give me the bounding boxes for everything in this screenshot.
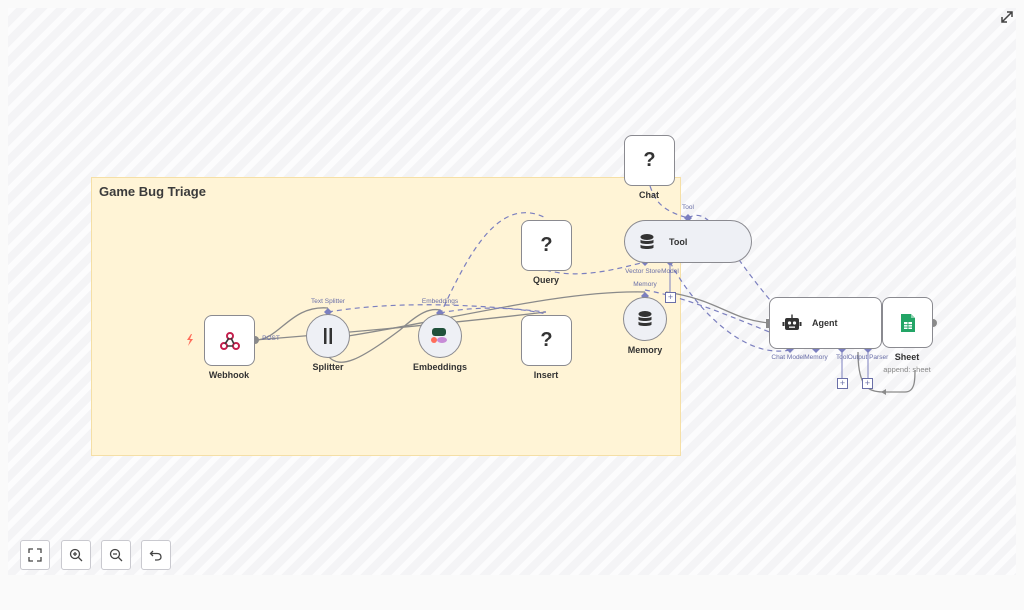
port-label-agent-tool: Tool — [836, 354, 848, 361]
memory-node[interactable] — [623, 297, 667, 341]
port-label-vector-store: Vector Store — [625, 268, 661, 275]
database-icon — [638, 311, 652, 326]
agent-node[interactable]: Agent — [769, 297, 882, 349]
port-label-text-splitter: Text Splitter — [311, 298, 345, 305]
undo-icon — [149, 550, 162, 561]
sheet-sublabel: append: sheet — [883, 365, 931, 374]
embeddings-node[interactable] — [418, 314, 462, 358]
zoom-out-icon — [109, 548, 123, 562]
port-label-model: Model — [661, 268, 679, 275]
embeddings-icon — [431, 328, 447, 343]
port-label-post: POST — [262, 335, 280, 342]
fit-view-icon — [28, 548, 42, 562]
undo-button[interactable] — [141, 540, 171, 570]
sticky-note[interactable]: Game Bug Triage — [91, 177, 681, 456]
google-sheets-icon — [900, 313, 915, 332]
zoom-in-icon — [69, 548, 83, 562]
add-tool-plus-icon[interactable]: + — [837, 378, 848, 389]
port-label-memory: Memory — [633, 281, 657, 288]
port-agent-in — [766, 319, 771, 328]
query-node[interactable]: ? — [521, 220, 572, 271]
fit-view-button[interactable] — [20, 540, 50, 570]
unknown-node-icon: ? — [643, 149, 656, 171]
unknown-node-icon: ? — [540, 234, 553, 256]
trigger-bolt-icon — [187, 334, 193, 346]
query-label: Query — [532, 275, 560, 285]
connection-splitter-memory — [347, 291, 646, 337]
port-label-chat-model: Chat Model — [771, 354, 805, 361]
dashed-embeddings-query — [439, 212, 547, 316]
dashed-model-agent — [669, 261, 791, 352]
port-label-agent-memory: Memory — [804, 354, 828, 361]
zoom-in-button[interactable] — [61, 540, 91, 570]
fullscreen-icon[interactable] — [1000, 10, 1014, 24]
embeddings-label: Embeddings — [412, 362, 468, 372]
database-icon — [640, 233, 654, 249]
sheet-node[interactable] — [882, 297, 933, 348]
agent-label: Agent — [812, 318, 838, 328]
dashed-chat-tool — [649, 185, 689, 219]
chat-node[interactable]: ? — [624, 135, 675, 186]
tool-node[interactable]: Tool — [624, 220, 752, 263]
connection-webhook-query — [254, 311, 547, 341]
dashed-embeddings-insert — [439, 307, 547, 315]
port-label-output-parser: Output Parser — [847, 354, 889, 361]
tool-label: Tool — [669, 236, 688, 247]
memory-label: Memory — [627, 345, 663, 355]
splitter-node[interactable] — [306, 314, 350, 358]
webhook-node[interactable] — [204, 315, 255, 366]
port-label-tool: Tool — [682, 204, 694, 211]
sheet-label: Sheet — [894, 352, 920, 362]
zoom-out-button[interactable] — [101, 540, 131, 570]
unknown-node-icon: ? — [540, 329, 553, 351]
add-node-plus-icon[interactable]: + — [665, 292, 676, 303]
splitter-icon — [324, 328, 332, 344]
insert-node[interactable]: ? — [521, 315, 572, 366]
port-label-embeddings: Embeddings — [421, 298, 459, 305]
dashed-memory-agent — [644, 289, 817, 351]
connection-memory-agent — [665, 291, 771, 324]
robot-icon — [782, 314, 802, 330]
insert-label: Insert — [533, 370, 559, 380]
webhook-icon — [219, 331, 240, 350]
add-output-parser-plus-icon[interactable]: + — [862, 378, 873, 389]
splitter-label: Splitter — [312, 362, 344, 372]
webhook-label: Webhook — [208, 370, 250, 380]
connection-splitter-embeddings — [327, 308, 441, 363]
sticky-title: Game Bug Triage — [99, 184, 206, 199]
chat-label: Chat — [639, 190, 659, 200]
dashed-query-vector — [545, 261, 646, 275]
